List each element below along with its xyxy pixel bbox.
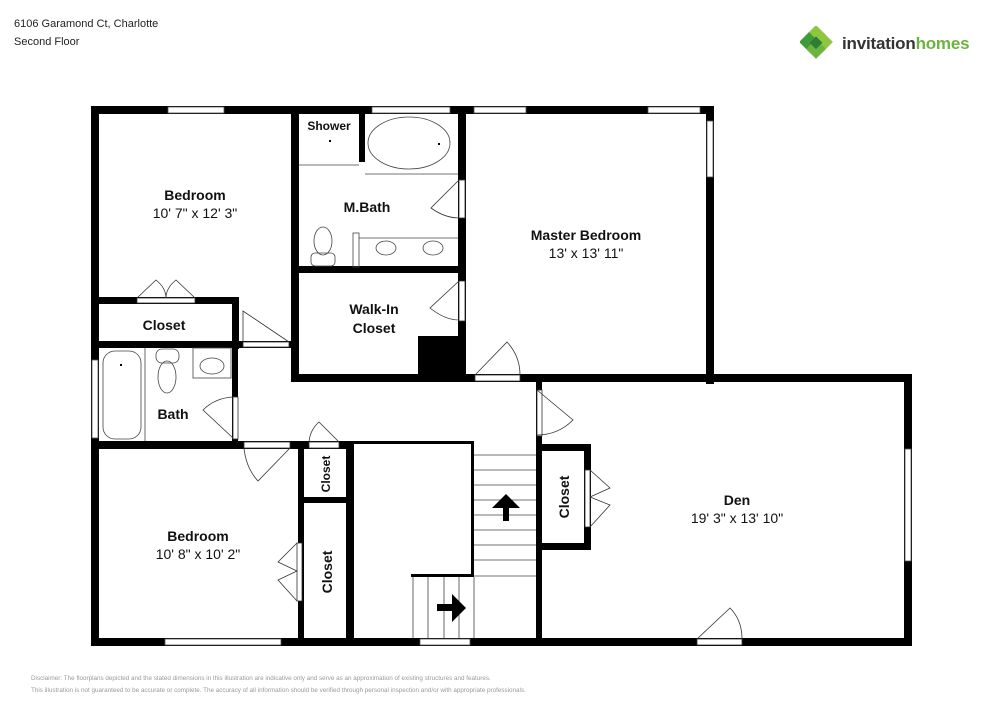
disclaimer: Disclaimer: The floorplans depicted and … [31,673,526,697]
room-labels: Bedroom 10' 7" x 12' 3" Shower M.Bath Ma… [143,119,784,593]
room-name-closet-small: Closet [319,456,333,493]
room-name-shower: Shower [307,119,351,133]
toilet-icon [157,360,177,394]
sink-icon [422,240,444,256]
header: 6106 Garamond Ct, Charlotte Second Floor [14,15,158,51]
shower-drain-icon [329,140,331,142]
brand-name: invitationhomes [842,34,970,53]
room-name-closet-long: Closet [319,550,335,593]
tub-icon [102,350,142,440]
tub-icon [367,116,451,170]
room-name-den-closet: Closet [556,475,572,518]
room-name-bath: Bath [157,406,188,422]
room-name-den: Den [724,492,750,508]
stair-arrows [437,494,520,622]
disclaimer-line-2: This illustration is not guaranteed to b… [31,687,526,694]
room-name-walkin-2: Closet [353,320,396,336]
room-dims-bedroom1: 10' 7" x 12' 3" [153,205,238,221]
room-name-walkin-1: Walk-In [349,301,398,317]
room-dims-den: 19' 3" x 13' 10" [691,510,783,526]
room-dims-master: 13' x 13' 11" [549,245,624,261]
doors [136,179,743,646]
room-name-mbath: M.Bath [344,199,391,215]
fixtures [102,116,536,638]
room-name-master: Master Bedroom [531,227,641,243]
room-name-bedroom1: Bedroom [164,187,225,203]
arrow-up-icon [492,494,520,521]
arrow-right-icon [437,594,466,622]
floor-label: Second Floor [14,36,80,48]
toilet-icon [313,226,333,256]
room-name-closet: Closet [143,317,186,333]
disclaimer-line-1: Disclaimer: The floorplans depicted and … [31,675,491,682]
address: 6106 Garamond Ct, Charlotte [14,18,159,30]
sink-icon [375,240,397,256]
brand-logo: invitationhomes [800,26,970,62]
logo-diamond-icon [800,26,833,59]
room-name-bedroom2: Bedroom [167,528,228,544]
sink-icon [199,357,225,375]
room-dims-bedroom2: 10' 8" x 10' 2" [156,546,241,562]
windows [91,106,912,646]
stairs [412,454,536,638]
